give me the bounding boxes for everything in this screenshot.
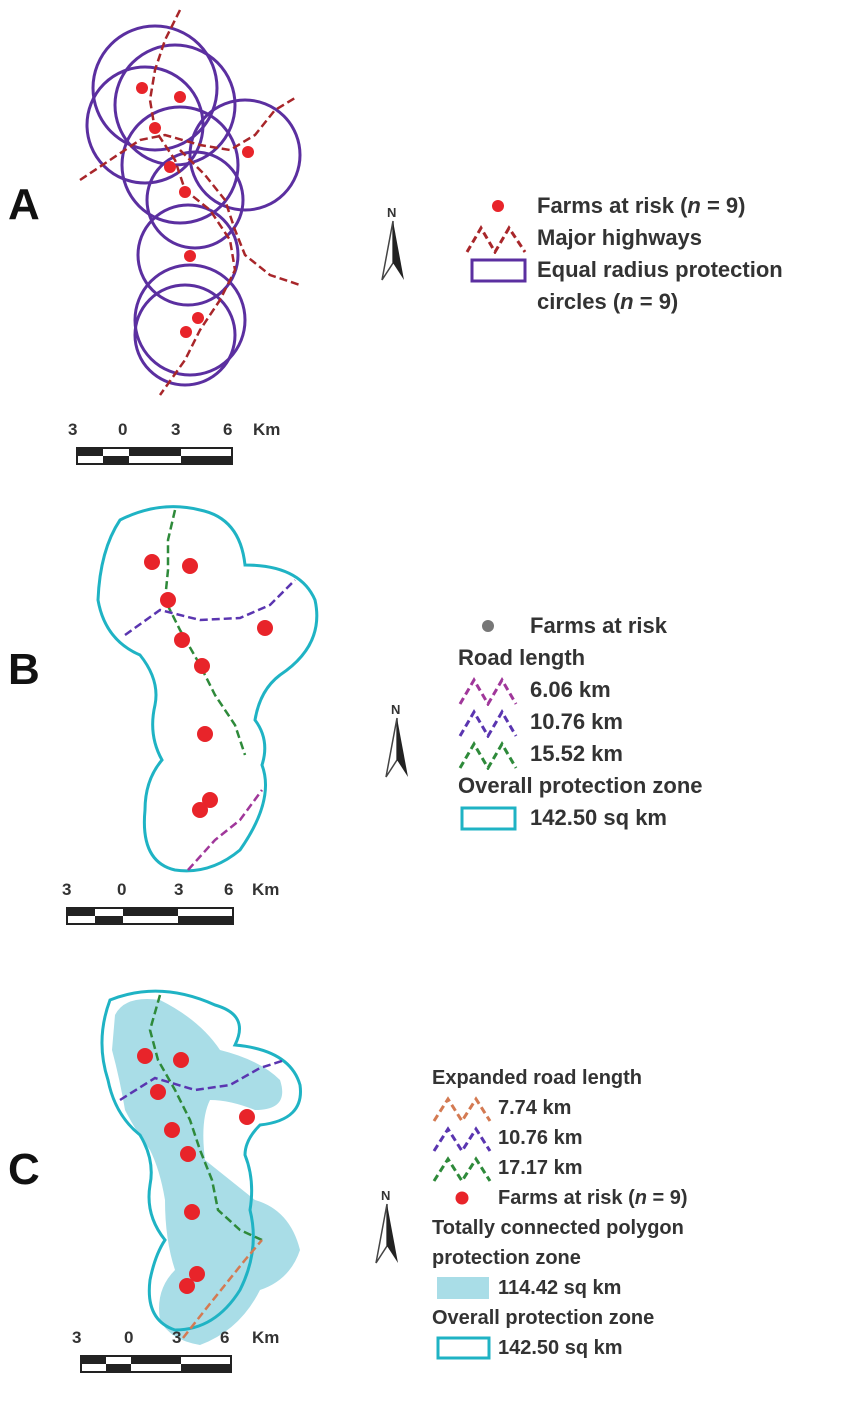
- overall-protection-zone: [100, 989, 302, 1332]
- farm-point: [180, 1146, 196, 1162]
- farm-point: [149, 122, 161, 134]
- highway: [148, 9, 237, 396]
- scale-bar-graphic: [80, 1355, 232, 1373]
- map-a: [79, 9, 302, 396]
- protection-circle: [133, 263, 247, 377]
- map-c: [100, 989, 302, 1345]
- protection-circle: [145, 150, 245, 250]
- highway-line-icon: [465, 225, 527, 254]
- zone-outline-icon: [436, 1336, 491, 1360]
- panel-c: C N Expanded road length: [0, 950, 851, 1401]
- scale-bar: 3 0 3 6 Km: [72, 1328, 332, 1388]
- farm-point: [257, 620, 273, 636]
- farm-point: [239, 1109, 255, 1125]
- polygon-fill-icon: [437, 1277, 489, 1299]
- highway: [179, 149, 301, 287]
- road-short-icon: [458, 677, 518, 706]
- farm-marker-icon: [492, 200, 504, 212]
- major-highways: [79, 9, 301, 396]
- north-arrow: N: [378, 205, 408, 285]
- panel-letter-b: B: [8, 645, 40, 694]
- farm-point: [136, 82, 148, 94]
- farm-point: [192, 312, 204, 324]
- farm-point: [174, 632, 190, 648]
- scale-bar: 3 0 3 6 Km: [62, 880, 322, 940]
- farm-point: [179, 186, 191, 198]
- road-short: [182, 1239, 263, 1339]
- road-mid-icon: [432, 1126, 492, 1153]
- protection-circle: [188, 98, 302, 212]
- farm-point: [173, 1052, 189, 1068]
- north-arrow-icon: [375, 1203, 398, 1264]
- farm-point: [184, 1204, 200, 1220]
- roads: [124, 509, 296, 871]
- farm-point: [164, 1122, 180, 1138]
- highway: [79, 96, 296, 182]
- farms-at-risk: [137, 1048, 255, 1294]
- protection-circle: [136, 203, 240, 307]
- panel-a: A N: [0, 0, 851, 480]
- farm-marker-icon: [482, 620, 494, 632]
- protection-circle: [133, 283, 237, 387]
- map-b: [96, 505, 319, 873]
- farm-point: [189, 1266, 205, 1282]
- farm-marker-icon: [455, 1191, 469, 1205]
- north-arrow-icon: [385, 717, 408, 778]
- farm-point: [150, 1084, 166, 1100]
- overall-protection-zone: [96, 505, 319, 873]
- farm-point: [164, 161, 176, 173]
- road-long: [163, 509, 247, 756]
- farm-point: [180, 326, 192, 338]
- farm-point: [242, 146, 254, 158]
- road-long-icon: [432, 1156, 492, 1183]
- protection-circle: [85, 65, 205, 185]
- zone-outline-icon: [460, 806, 517, 831]
- panel-letter-c: C: [8, 1145, 40, 1194]
- protection-circles: [85, 24, 302, 387]
- farm-point: [194, 658, 210, 674]
- road-short: [187, 789, 264, 871]
- farm-point: [192, 802, 208, 818]
- road-long: [148, 994, 263, 1242]
- farm-point: [184, 250, 196, 262]
- farm-point: [182, 558, 198, 574]
- scale-bar-graphic: [76, 447, 233, 465]
- scale-bar-graphic: [66, 907, 234, 925]
- road-mid: [124, 579, 296, 637]
- road-long-icon: [458, 741, 518, 770]
- protection-circle: [91, 24, 219, 152]
- road-mid-icon: [458, 709, 518, 738]
- farm-point: [144, 554, 160, 570]
- north-arrow-icon: [381, 220, 404, 281]
- north-arrow: N: [382, 702, 412, 782]
- road-short-icon: [432, 1096, 492, 1123]
- panel-letter-a: A: [8, 180, 40, 229]
- farm-point: [197, 726, 213, 742]
- farm-point: [160, 592, 176, 608]
- farm-point: [202, 792, 218, 808]
- panel-b: B N Farms at risk: [0, 480, 851, 950]
- farm-point: [137, 1048, 153, 1064]
- farm-point: [174, 91, 186, 103]
- north-arrow: N: [372, 1188, 402, 1268]
- circle-swatch-icon: [470, 258, 527, 283]
- roads: [119, 994, 286, 1339]
- road-mid: [119, 1058, 286, 1102]
- farm-point: [179, 1278, 195, 1294]
- scale-bar: 3 0 3 6 Km: [68, 420, 328, 480]
- protection-circle: [120, 105, 240, 225]
- farms-at-risk: [144, 554, 273, 818]
- farms-at-risk: [136, 82, 254, 338]
